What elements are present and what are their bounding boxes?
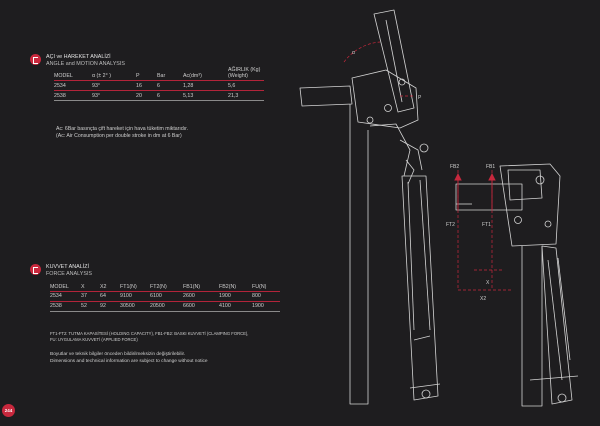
angle-title-tr: AÇI ve HAREKET ANALİZİ bbox=[46, 54, 111, 60]
air-consumption-note: Ac: 6Bar basınçta çift hareket için hava… bbox=[56, 126, 188, 140]
brand-logo-icon bbox=[30, 54, 41, 65]
table-cell: 93° bbox=[92, 90, 136, 101]
table-cell: 6 bbox=[157, 80, 183, 91]
col-header: Ac(dm³) bbox=[183, 67, 228, 81]
table-cell: 2538 bbox=[50, 301, 81, 312]
force-section-title: KUVVET ANALİZİ FORCE ANALYSIS bbox=[46, 264, 92, 278]
disclaimer: Boyutlar ve teknik bilgiler önceden bild… bbox=[50, 351, 208, 365]
weight-col-header: AĞIRLIK (Kg) (Weight) bbox=[228, 67, 264, 81]
table-cell: 9100 bbox=[120, 291, 150, 302]
table-cell: 1900 bbox=[219, 291, 252, 302]
alpha-label: α bbox=[352, 50, 355, 56]
open-clamp-arm bbox=[373, 9, 415, 113]
col-header: FU(N) bbox=[252, 280, 280, 292]
col-header: X2 bbox=[100, 280, 120, 292]
force-title-tr: KUVVET ANALİZİ bbox=[46, 264, 90, 270]
table-cell: 1,28 bbox=[183, 80, 228, 91]
force-legend: FT1-FT2: TUTMA KAPASİTESİ (HOLDING CAPAC… bbox=[50, 331, 248, 343]
disclaimer-en: Dimensions and technical information are… bbox=[50, 359, 208, 364]
table-cell: 1900 bbox=[252, 301, 280, 312]
table-cell: 93° bbox=[92, 80, 136, 91]
open-clamp-body bbox=[299, 69, 441, 405]
toggle-clamp-drawing: α P FB2 FB1 FT2 FT1 X X2 bbox=[299, 9, 579, 407]
force-legend-line1: FT1-FT2: TUTMA KAPASİTESİ (HOLDING CAPAC… bbox=[50, 331, 249, 336]
table-cell: 5,6 bbox=[228, 80, 264, 91]
table-cell: 2538 bbox=[54, 90, 92, 101]
x-label: X bbox=[486, 280, 490, 286]
table-cell: 6600 bbox=[183, 301, 219, 312]
closed-clamp bbox=[455, 163, 579, 407]
table-cell: 800 bbox=[252, 291, 280, 302]
note-line-en: (Ac: Air Consumption per double stroke i… bbox=[56, 133, 182, 139]
force-title-en: FORCE ANALYSIS bbox=[46, 271, 93, 277]
col-header: FB2(N) bbox=[219, 280, 252, 292]
table-cell: 52 bbox=[81, 301, 100, 312]
col-header: P bbox=[136, 67, 157, 81]
col-header: Bar bbox=[157, 67, 183, 81]
table-row: 2538 52 92 30500 20500 6600 4100 1900 bbox=[50, 301, 280, 312]
table-row: 2538 93° 20 6 5,13 21,3 bbox=[54, 90, 264, 101]
table-cell: 20 bbox=[136, 90, 157, 101]
col-header: X bbox=[81, 280, 100, 292]
table-cell: 2534 bbox=[50, 291, 81, 302]
table-cell: 37 bbox=[81, 291, 100, 302]
col-header: MODEL bbox=[54, 67, 92, 81]
note-line-tr: Ac: 6Bar basınçta çift hareket için hava… bbox=[56, 126, 189, 132]
brand-logo-icon bbox=[30, 264, 41, 275]
table-cell: 2600 bbox=[183, 291, 219, 302]
table-cell: 92 bbox=[100, 301, 120, 312]
fb1-label: FB1 bbox=[486, 164, 495, 170]
disclaimer-tr: Boyutlar ve teknik bilgiler önceden bild… bbox=[50, 352, 186, 357]
col-header: α (± 2° ) bbox=[92, 67, 136, 81]
page-number-badge: 244 bbox=[2, 404, 15, 417]
ft1-label: FT1 bbox=[482, 222, 491, 228]
force-legend-line2: FU: UYGULAMA KUVVETİ (APPLIED FORCE) bbox=[50, 337, 138, 342]
table-cell: 6100 bbox=[150, 291, 183, 302]
p-label: P bbox=[418, 95, 422, 101]
table-cell: 30500 bbox=[120, 301, 150, 312]
table-cell: 21,3 bbox=[228, 90, 264, 101]
x2-label: X2 bbox=[480, 296, 486, 302]
col-header: FT1(N) bbox=[120, 280, 150, 292]
ft2-label: FT2 bbox=[446, 222, 455, 228]
alpha-arc bbox=[343, 41, 381, 63]
table-cell: 4100 bbox=[219, 301, 252, 312]
table-row: 2534 37 64 9100 6100 2600 1900 800 bbox=[50, 291, 280, 302]
angle-table: MODEL α (± 2° ) P Bar Ac(dm³) AĞIRLIK (K… bbox=[54, 67, 264, 101]
table-cell: 5,13 bbox=[183, 90, 228, 101]
table-row: 2534 93° 16 6 1,28 5,6 bbox=[54, 80, 264, 91]
table-cell: 20500 bbox=[150, 301, 183, 312]
force-table: MODEL X X2 FT1(N) FT2(N) FB1(N) FB2(N) F… bbox=[50, 280, 280, 312]
weight-header-line2: (Weight) bbox=[228, 73, 248, 79]
table-cell: 2534 bbox=[54, 80, 92, 91]
col-header: FB1(N) bbox=[183, 280, 219, 292]
col-header: FT2(N) bbox=[150, 280, 183, 292]
table-cell: 16 bbox=[136, 80, 157, 91]
weight-header-line1: AĞIRLIK (Kg) bbox=[228, 67, 261, 73]
col-header: MODEL bbox=[50, 280, 81, 292]
fb2-label: FB2 bbox=[450, 164, 459, 170]
angle-title-en: ANGLE and MOTION ANALYSIS bbox=[46, 61, 125, 67]
table-cell: 6 bbox=[157, 90, 183, 101]
angle-section-title: AÇI ve HAREKET ANALİZİ ANGLE and MOTION … bbox=[46, 54, 125, 68]
table-cell: 64 bbox=[100, 291, 120, 302]
